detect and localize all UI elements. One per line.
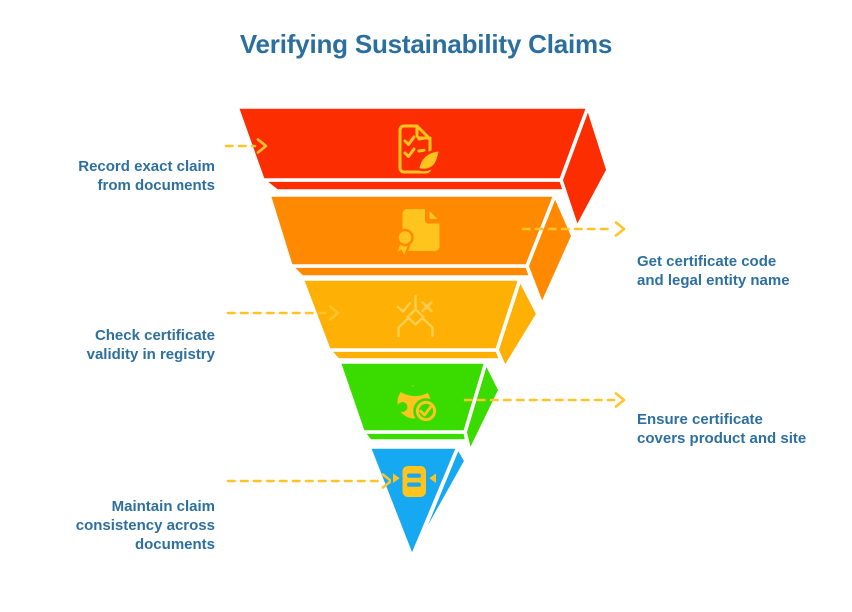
arrow-step-3 xyxy=(226,305,340,321)
arrow-step-2 xyxy=(521,221,626,237)
document-checklist-leaf-icon xyxy=(398,124,442,174)
funnel-level-5 xyxy=(367,445,468,559)
arrowhead-icon xyxy=(256,138,268,154)
certificate-file-icon xyxy=(393,206,443,261)
globe-check-icon xyxy=(397,382,439,424)
arrow-step-5 xyxy=(226,473,393,489)
document-consistency-icon xyxy=(391,466,438,497)
arrow-step-4 xyxy=(463,392,626,408)
funnel-level-1 xyxy=(235,105,610,230)
validity-check-icon xyxy=(396,294,434,338)
arrowhead-icon xyxy=(328,305,340,321)
arrowhead-icon xyxy=(614,392,626,408)
arrow-step-1 xyxy=(224,138,268,154)
funnel-level-3 xyxy=(300,277,540,370)
diagram-title: Verifying Sustainability Claims xyxy=(239,29,613,59)
funnel-level-1-front xyxy=(235,105,590,182)
arrowhead-icon xyxy=(614,221,626,237)
connector-arrows xyxy=(224,138,626,489)
